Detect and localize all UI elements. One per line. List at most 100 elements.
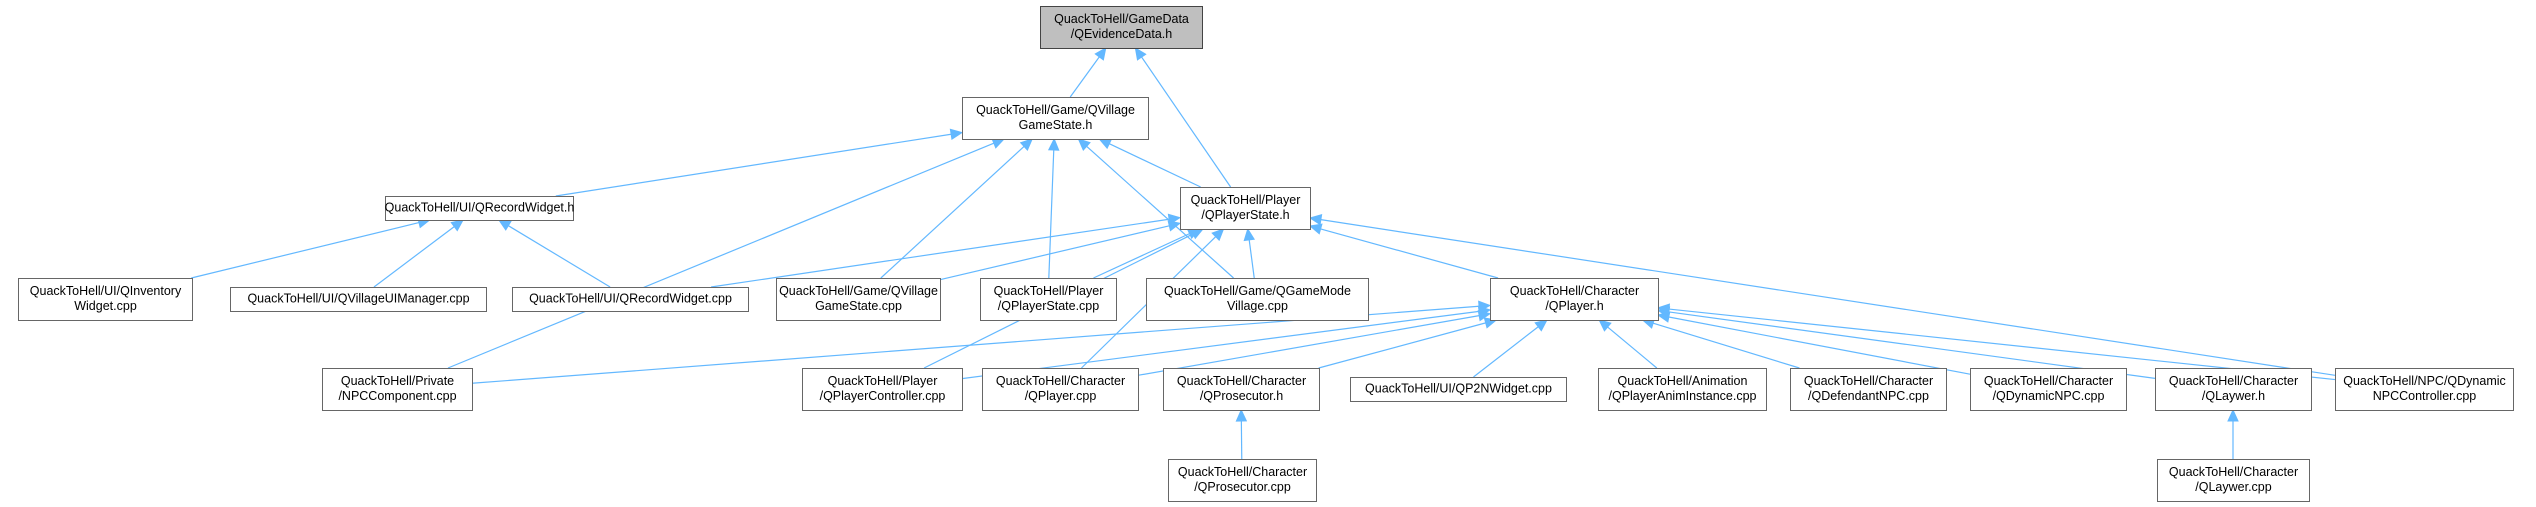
node-label: QuackToHell/Player <box>828 374 938 388</box>
node-label: /QPlayerController.cpp <box>820 389 946 403</box>
graph-node[interactable]: QuackToHell/Character/QLaywer.h <box>2155 368 2312 411</box>
node-label: QuackToHell/UI/QRecordWidget.h <box>385 201 575 215</box>
node-box <box>512 287 749 312</box>
node-label: QuackToHell/Player <box>1191 193 1301 207</box>
graph-node[interactable]: QuackToHell/UI/QRecordWidget.h <box>385 196 575 221</box>
node-label: QuackToHell/Character <box>1178 465 1307 479</box>
arrowhead-icon <box>1211 228 1225 242</box>
edge-n12-to-n10 <box>961 310 1480 380</box>
edge-n20-to-n3 <box>1320 219 2336 376</box>
node-label: /NPCComponent.cpp <box>338 389 456 403</box>
node-label: /QLaywer.cpp <box>2195 480 2271 494</box>
arrowhead-icon <box>1477 310 1492 322</box>
node-label: QuackToHell/Character <box>2169 465 2298 479</box>
edge-n3-to-n0 <box>1141 56 1232 188</box>
node-label: QuackToHell/UI/QVillageUIManager.cpp <box>247 292 469 306</box>
root-node-box <box>1040 6 1203 49</box>
node-label: /QDynamicNPC.cpp <box>1993 389 2105 403</box>
graph-node[interactable]: QuackToHell/Character/QDefendantNPC.cpp <box>1790 368 1947 411</box>
graph-node[interactable]: QuackToHell/Character/QLaywer.cpp <box>2157 459 2310 502</box>
node-label: /QLaywer.h <box>2202 389 2265 403</box>
node-label: QuackToHell/Character <box>1984 374 2113 388</box>
graph-node[interactable]: QuackToHell/Animation/QPlayerAnimInstanc… <box>1598 368 1767 411</box>
edge-n7-to-n1 <box>880 146 1025 279</box>
node-box <box>2155 368 2312 411</box>
edge-n1-to-n0 <box>1069 56 1100 98</box>
graph-node[interactable]: QuackToHell/Private/NPCComponent.cpp <box>322 368 473 411</box>
node-label: QuackToHell/Game/QVillage <box>779 284 938 298</box>
node-box <box>980 278 1117 321</box>
graph-node[interactable]: QuackToHell/Player/QPlayerController.cpp <box>802 368 963 411</box>
graph-node[interactable]: QuackToHell/Player/QPlayerState.cpp <box>980 278 1117 321</box>
node-box <box>1970 368 2127 411</box>
arrowhead-icon <box>1077 138 1091 151</box>
edge-n17-to-n10 <box>1652 322 1800 369</box>
node-box <box>230 287 487 312</box>
node-box <box>982 368 1139 411</box>
graph-node[interactable]: QuackToHell/Character/QProsecutor.cpp <box>1168 459 1317 502</box>
arrowhead-icon <box>1047 137 1060 151</box>
node-label: /QPlayerState.h <box>1201 208 1289 222</box>
arrowhead-icon <box>1094 47 1107 61</box>
node-label: QuackToHell/UI/QInventory <box>30 284 182 298</box>
edge-n5-to-n2 <box>373 226 455 288</box>
edge-n4-to-n2 <box>191 222 420 279</box>
node-label: QuackToHell/UI/QP2NWidget.cpp <box>1365 382 1552 396</box>
node-label: QuackToHell/Animation <box>1618 374 1748 388</box>
node-label: QuackToHell/Character <box>1804 374 1933 388</box>
node-label: QuackToHell/Character <box>1177 374 1306 388</box>
arrowhead-icon <box>1167 220 1182 232</box>
arrowhead-icon <box>2227 408 2239 422</box>
edge-n14-to-n10 <box>1318 322 1486 369</box>
edge-n7-to-n3 <box>939 225 1170 281</box>
graph-node[interactable]: QuackToHell/NPC/QDynamicNPCController.cp… <box>2335 368 2514 411</box>
node-box <box>802 368 963 411</box>
node-box <box>1490 278 1659 321</box>
node-label: Widget.cpp <box>74 299 137 313</box>
edge-n8-to-n1 <box>1048 149 1055 279</box>
arrowhead-icon <box>1098 138 1113 150</box>
node-label: GameState.h <box>1019 118 1093 132</box>
node-box <box>18 278 193 321</box>
node-box <box>1146 278 1369 321</box>
node-label: /QDefendantNPC.cpp <box>1808 389 1929 403</box>
graph-node[interactable]: QuackToHell/GameData/QEvidenceData.h <box>1040 6 1203 49</box>
arrowhead-icon <box>1534 319 1548 332</box>
graph-node[interactable]: QuackToHell/Character/QProsecutor.h <box>1163 368 1320 411</box>
node-label: Village.cpp <box>1227 299 1288 313</box>
graph-node[interactable]: QuackToHell/Player/QPlayerState.h <box>1180 187 1311 230</box>
node-label: QuackToHell/UI/QRecordWidget.cpp <box>529 292 732 306</box>
graph-node[interactable]: QuackToHell/Character/QDynamicNPC.cpp <box>1970 368 2127 411</box>
node-label: QuackToHell/Character <box>996 374 1125 388</box>
node-label: /QEvidenceData.h <box>1071 27 1172 41</box>
edge-n13-to-n10 <box>1137 315 1480 376</box>
node-label: QuackToHell/NPC/QDynamic <box>2343 374 2506 388</box>
node-label: /QProsecutor.cpp <box>1194 480 1291 494</box>
node-box <box>2157 459 2310 502</box>
arrowhead-icon <box>497 219 512 231</box>
node-box <box>1350 377 1567 402</box>
node-label: /QProsecutor.h <box>1200 389 1283 403</box>
graph-node[interactable]: QuackToHell/Character/QPlayer.cpp <box>982 368 1139 411</box>
edge-n19-to-n10 <box>1668 311 2156 379</box>
graph-node[interactable]: QuackToHell/UI/QP2NWidget.cpp <box>1350 377 1567 402</box>
edge-n11-to-n1 <box>447 142 995 369</box>
node-label: NPCController.cpp <box>2373 389 2477 403</box>
node-label: QuackToHell/Game/QGameMode <box>1164 284 1351 298</box>
node-box <box>1163 368 1320 411</box>
edge-n3-to-n1 <box>1109 143 1201 188</box>
node-label: /QPlayer.h <box>1545 299 1603 313</box>
graph-node[interactable]: QuackToHell/Character/QPlayer.h <box>1490 278 1659 321</box>
arrowhead-icon <box>1243 227 1255 242</box>
arrowhead-icon <box>1308 214 1323 226</box>
graph-node[interactable]: QuackToHell/UI/QVillageUIManager.cpp <box>230 287 487 312</box>
arrowhead-icon <box>1308 223 1323 235</box>
edge-n15-to-n10 <box>1473 326 1539 378</box>
edge-n2-to-n1 <box>555 133 952 197</box>
graph-node[interactable]: QuackToHell/UI/QRecordWidget.cpp <box>512 287 749 312</box>
